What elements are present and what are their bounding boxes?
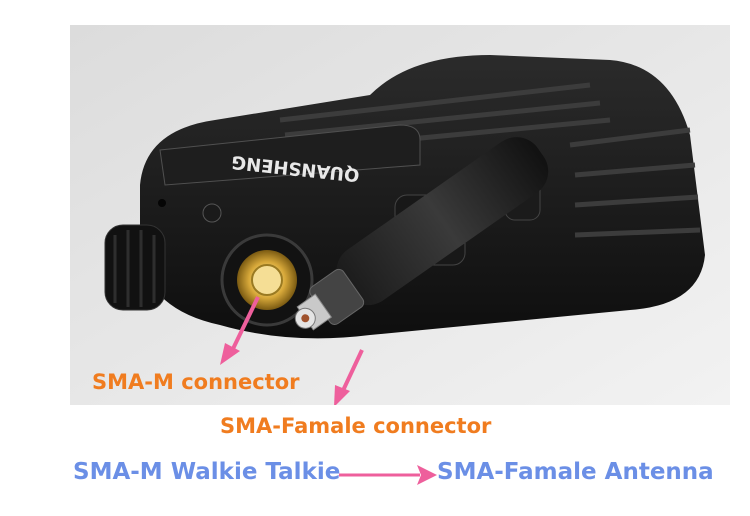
caption-antenna: SMA-Famale Antenna bbox=[437, 459, 714, 485]
right-arrow-icon bbox=[339, 465, 437, 485]
caption-walkie-talkie: SMA-M Walkie Talkie bbox=[73, 459, 341, 485]
walkie-talkie-photo: QUANSHENG bbox=[70, 25, 730, 405]
sma-m-connector-label: SMA-M connector bbox=[92, 370, 300, 394]
sma-famale-connector-label: SMA-Famale connector bbox=[220, 414, 492, 438]
